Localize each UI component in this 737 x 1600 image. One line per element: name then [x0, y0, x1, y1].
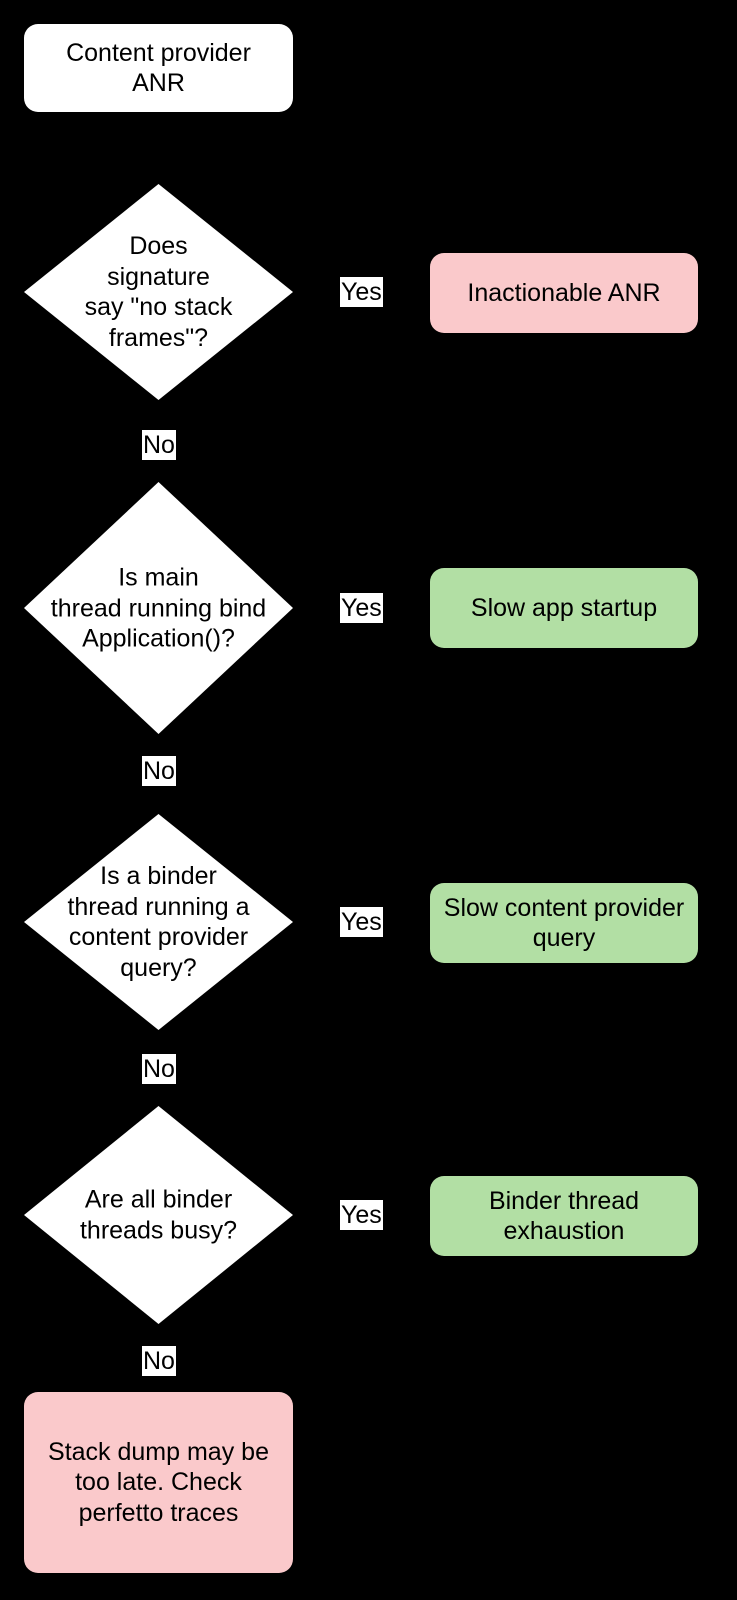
outcome-inactionable-anr: Inactionable ANR — [430, 253, 698, 333]
edge-label-decision-4-no: No — [142, 1346, 176, 1376]
decision-node-1-no-stack-frames[interactable]: Does signature say "no stack frames"? — [24, 184, 293, 400]
decision-node-3-binder-thread-query[interactable]: Is a binder thread running a content pro… — [24, 814, 293, 1030]
edge-label-decision-3-no: No — [142, 1054, 176, 1084]
diamond-shape — [24, 184, 293, 400]
diamond-shape — [24, 1106, 293, 1324]
decision-node-2-bind-application[interactable]: Is main thread running bind Application(… — [24, 482, 293, 734]
connector-start-to-decision-1 — [157, 112, 159, 184]
decision-node-4-binder-threads-busy[interactable]: Are all binder threads busy? — [24, 1106, 293, 1324]
start-node-content-provider-anr: Content provider ANR — [24, 24, 293, 112]
edge-label-decision-1-no: No — [142, 430, 176, 460]
outcome-slow-app-startup: Slow app startup — [430, 568, 698, 648]
edge-label-decision-2-no: No — [142, 756, 176, 786]
edge-label-decision-1-yes: Yes — [340, 277, 383, 307]
edge-label-decision-2-yes: Yes — [340, 593, 383, 623]
final-node-check-perfetto-traces: Stack dump may be too late. Check perfet… — [24, 1392, 293, 1573]
edge-label-decision-3-yes: Yes — [340, 907, 383, 937]
edge-label-decision-4-yes: Yes — [340, 1200, 383, 1230]
outcome-slow-content-provider-query: Slow content provider query — [430, 883, 698, 963]
diamond-shape — [24, 482, 293, 734]
outcome-binder-thread-exhaustion: Binder thread exhaustion — [430, 1176, 698, 1256]
diamond-shape — [24, 814, 293, 1030]
